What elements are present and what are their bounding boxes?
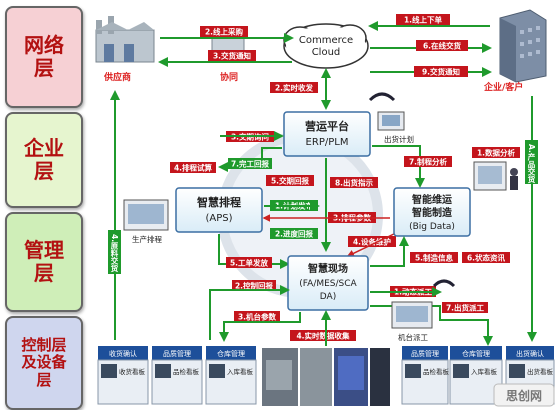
skyscraper-icon [500, 10, 546, 82]
label-ship-dispatch-text: 7.出货派工 [446, 303, 485, 313]
bigdata-subtitle: (Big Data) [409, 222, 455, 232]
erp-title: 营运平台 [305, 119, 349, 133]
monitor-icon [405, 364, 421, 378]
label-work-return-text: 7.完工回报 [231, 159, 270, 169]
mes-subtitle-1: (FA/MES/SCA [299, 279, 357, 289]
label-realtime-collect-text: 4.实时数据收集 [296, 331, 350, 341]
monitor-icon [209, 364, 225, 378]
presenter-icon [474, 162, 518, 190]
monitor-icon [101, 364, 117, 378]
cloud-label-line2: Cloud [312, 47, 341, 58]
label-online-order-text: 1.线上下单 [404, 15, 443, 25]
supplier-label: 供应商 [103, 71, 131, 83]
bottom-panel-title: 收货确认 [109, 349, 137, 358]
bottom-panel-subtitle: 入库看板 [471, 367, 498, 376]
bottom-panel-title: 品质管理 [163, 349, 191, 358]
label-status-info-text: 6.状态资讯 [467, 253, 506, 263]
prod-schedule-label: 生产排程 [132, 234, 162, 244]
bottom-panel-subtitle: 入库看板 [227, 367, 254, 376]
label-machine-param-text: 3.机台参数 [238, 312, 277, 322]
machine-dispatch-label: 机台派工 [398, 332, 428, 342]
cloud-icon [284, 24, 368, 68]
aps-title: 智慧排程 [197, 195, 241, 209]
mes-box[interactable]: 智慧现场 (FA/MES/SCA DA) [288, 256, 368, 310]
enterprise-label: 企业/客户 [483, 81, 523, 93]
label-delivery-return-text: 5.交期回报 [271, 176, 310, 186]
label-manuf-info-text: 5.制造信息 [415, 253, 454, 263]
label-vertical-left-text: 4.原料交货 [110, 234, 119, 273]
bottom-panel-subtitle: 收货看板 [119, 367, 146, 376]
label-work-release-text: 5.工单发放 [230, 258, 269, 268]
label-online-deliver-text: 6.在线交货 [423, 41, 462, 51]
screen-icon [124, 200, 168, 230]
factory-icon [96, 16, 154, 62]
watermark-logo: 思创网 [494, 384, 554, 406]
machine-icon [392, 302, 432, 328]
label-progress-return-text: 2.进度回报 [275, 229, 314, 239]
mes-title: 智慧现场 [308, 262, 348, 275]
label-schedule-trial-text: 4.排程试算 [174, 163, 213, 173]
monitor-icon [155, 364, 171, 378]
bottom-panel-title: 仓库管理 [462, 349, 490, 358]
bottom-panel-subtitle: 品检看板 [173, 367, 200, 376]
erp-box[interactable]: 营运平台 ERP/PLM [284, 112, 370, 156]
monitor-icon [378, 112, 404, 130]
mes-subtitle-2: DA) [320, 292, 336, 302]
bottom-panel-subtitle: 品检看板 [423, 367, 450, 376]
monitor-icon [509, 364, 525, 378]
erp-subtitle: ERP/PLM [306, 137, 349, 148]
aps-box[interactable]: 智慧排程 (APS) [176, 188, 262, 232]
label-realtime-receive-text: 2.实时收发 [275, 83, 314, 93]
label-ship-instruct-text: 8.出货指示 [335, 178, 374, 188]
bigdata-title-2: 智能制造 [412, 206, 453, 219]
label-vertical-right-text: A.产品交货 [527, 144, 536, 184]
equipment-photos [262, 348, 390, 406]
aps-subtitle: (APS) [205, 213, 232, 224]
cooperation-label: 协同 [220, 71, 238, 83]
watermark-text: 思创网 [506, 388, 542, 403]
label-delivery-notice-right-text: 9.交货通知 [422, 67, 460, 77]
bottom-panel-subtitle: 出货看板 [527, 367, 554, 376]
bottom-panel-title: 仓库管理 [217, 349, 245, 358]
bottom-panel-title: 出货确认 [516, 349, 544, 358]
monitor-icon [453, 364, 469, 378]
cloud-label-line1: Commerce [299, 35, 353, 46]
bottom-panel-title: 品质管理 [411, 349, 439, 358]
bigdata-box[interactable]: 智能维运 智能制造 (Big Data) [394, 188, 470, 236]
label-data-analysis-text: 1.数据分析 [477, 148, 516, 158]
label-order-analysis-text: 7.制程分析 [409, 157, 448, 167]
label-online-purchase-text: 2.线上采购 [205, 27, 244, 37]
label-delivery-notice-left-text: 3.交货通知 [213, 51, 251, 61]
ship-plan-label: 出货计划 [384, 134, 414, 144]
bigdata-title-1: 智能维运 [412, 193, 452, 206]
